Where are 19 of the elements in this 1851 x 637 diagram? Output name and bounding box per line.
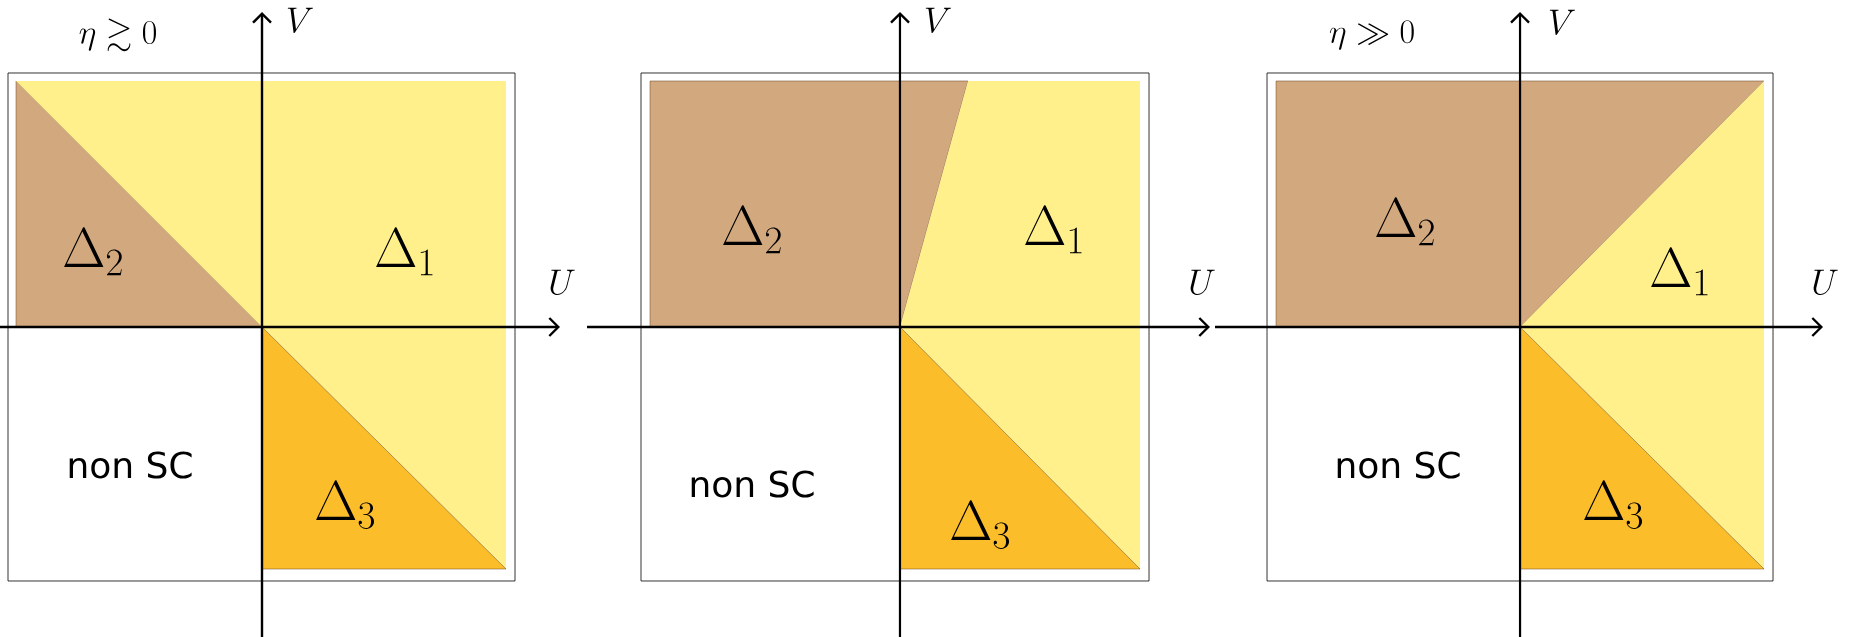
phase-region: non SC	[69, 451, 192, 479]
phase-region: non SC	[1337, 451, 1460, 479]
axis-label: $V$	[1549, 9, 1575, 36]
phase-region: $\Delta_2$	[15, 80, 263, 328]
phase-region: $\Delta_1$	[1520, 81, 1765, 327]
phase-region: $\Delta_3$	[899, 326, 1141, 570]
axis-label: $U$	[1813, 269, 1838, 296]
panel-heading: $\eta \gg 0$	[1329, 20, 1414, 50]
phase-region: $\Delta_3$	[261, 326, 507, 570]
axis-label: $U$	[550, 269, 575, 296]
phase-region: $\Delta_3$	[1519, 326, 1765, 570]
panel-heading: $\eta \gtrsim 0$	[79, 18, 156, 52]
axis-label: $U$	[1190, 269, 1215, 296]
axis-label: $V$	[925, 7, 951, 34]
panel-frame	[640, 72, 1150, 582]
axis-label: $V$	[287, 7, 313, 34]
phase-region: non SC	[691, 470, 814, 498]
phase-region: $\Delta_1$	[900, 81, 1140, 327]
phase-region: $\Delta_2$	[649, 80, 969, 328]
